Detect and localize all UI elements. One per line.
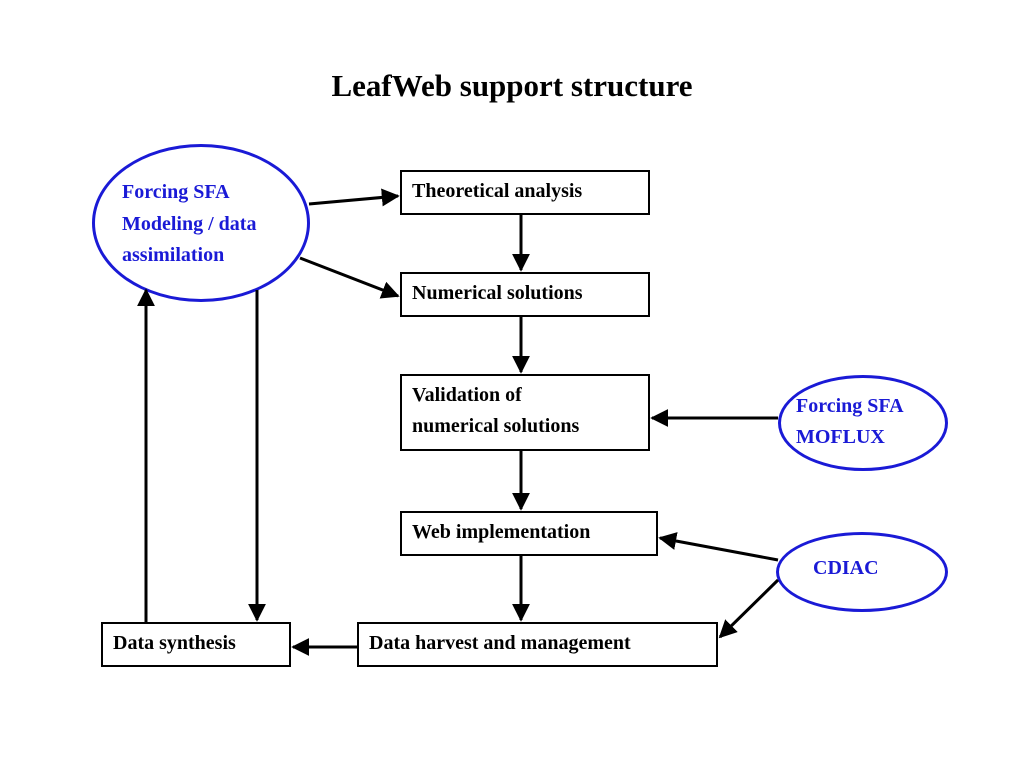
arrow-modeling-to-theoretical [308,188,400,207]
node-cdiac-label: CDIAC [813,557,879,579]
node-forcing-sfa-moflux-line1: Forcing SFA [796,395,904,417]
node-forcing-sfa-modeling-line2: Modeling / data [122,213,257,235]
node-forcing-sfa-moflux: Forcing SFA MOFLUX [778,375,948,471]
node-validation-line2: numerical solutions [412,415,580,437]
node-forcing-sfa-moflux-line2: MOFLUX [796,426,885,448]
arrow-cdiac-to-web [658,532,779,562]
node-numerical-solutions: Numerical solutions [400,272,650,317]
diagram-title: LeafWeb support structure [331,68,693,103]
node-data-synthesis: Data synthesis [101,622,291,667]
node-validation: Validation of numerical solutions [400,374,650,451]
node-theoretical-analysis: Theoretical analysis [400,170,650,215]
node-web-implementation: Web implementation [400,511,658,556]
arrow-modeling-to-numerical [299,256,400,299]
arrow-cdiac-to-harvest [718,578,780,639]
node-forcing-sfa-modeling: Forcing SFA Modeling / data assimilation [92,144,310,302]
node-forcing-sfa-modeling-line3: assimilation [122,244,225,266]
node-cdiac: CDIAC [776,532,948,612]
node-data-harvest: Data harvest and management [357,622,718,667]
node-forcing-sfa-modeling-line1: Forcing SFA [122,181,230,203]
node-validation-line1: Validation of [412,384,522,406]
